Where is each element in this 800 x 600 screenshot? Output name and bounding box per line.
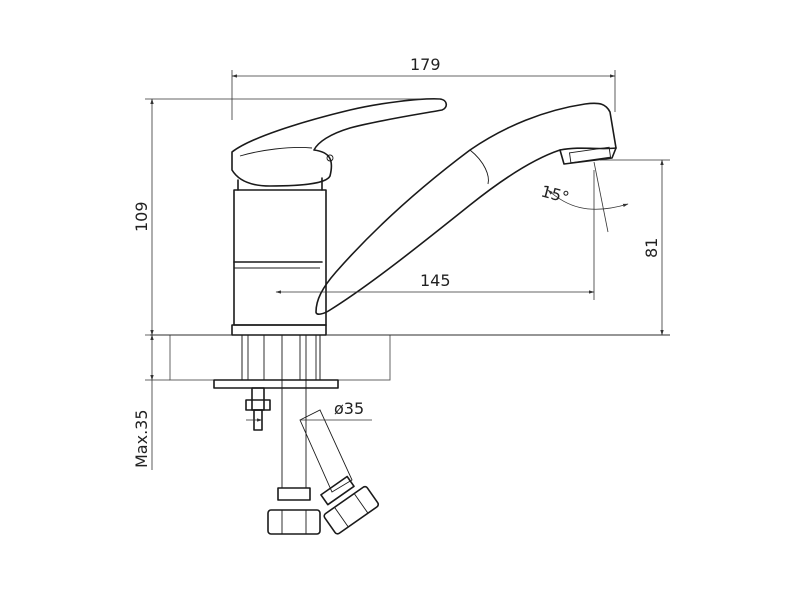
spout <box>315 102 617 315</box>
dim-spout-height-label: 81 <box>642 238 661 258</box>
dim-swivel-angle: 15° <box>539 161 629 233</box>
hose-nut-right <box>320 475 380 535</box>
mounting-stud <box>245 387 271 431</box>
dim-height-label: 109 <box>132 201 151 232</box>
faucet-body <box>231 177 327 336</box>
countertop <box>150 334 670 381</box>
dim-swivel-angle-label: 15° <box>539 182 571 208</box>
lever-handle <box>231 98 448 187</box>
dim-max-thickness-label: Max.35 <box>132 409 151 468</box>
dim-total-length: 179 <box>231 55 616 120</box>
hose-nut-left <box>267 487 321 535</box>
dim-spout-reach-label: 145 <box>420 271 451 290</box>
dim-height: 109 <box>132 98 440 336</box>
dim-mount-diameter: ø35 <box>246 399 372 422</box>
dim-mount-diameter-label: ø35 <box>334 399 364 418</box>
dim-max-thickness: Max.35 <box>132 334 170 470</box>
dim-total-length-label: 179 <box>410 55 441 74</box>
dim-spout-height: 81 <box>326 159 670 336</box>
mounting-plate <box>213 334 339 389</box>
supply-hoses <box>267 335 380 535</box>
